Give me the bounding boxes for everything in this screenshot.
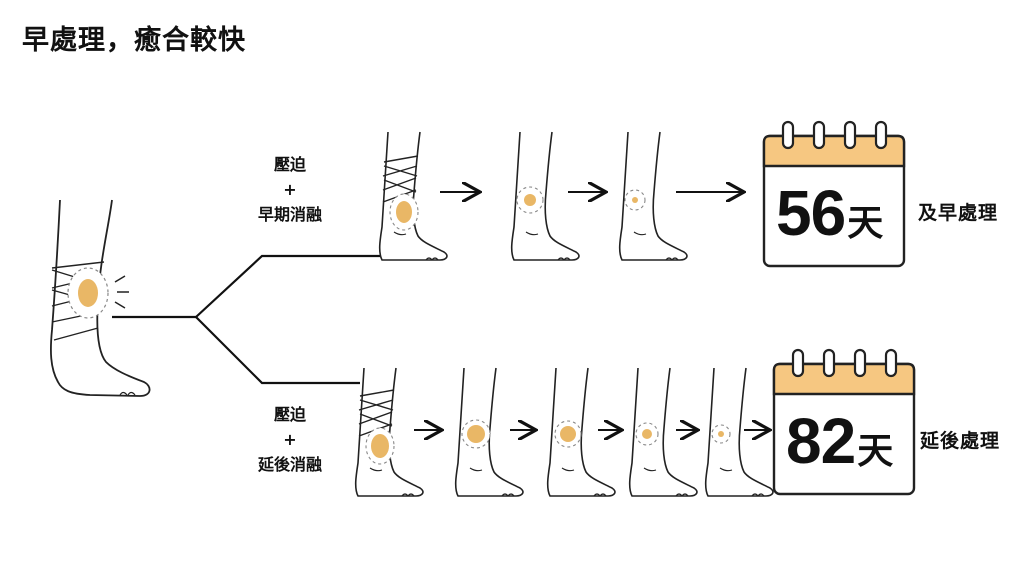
source-leg — [50, 199, 151, 397]
days-early: 56 天 — [776, 176, 883, 250]
top-branch-steps — [378, 131, 742, 261]
treatment-label-delayed: 壓迫 + 延後消融 — [257, 405, 322, 474]
page-title: 早處理，癒合較快 — [22, 25, 246, 56]
days-delayed: 82 天 — [786, 404, 893, 478]
days-early-number: 56 — [776, 177, 846, 249]
bottom-branch-steps — [354, 367, 774, 497]
days-delayed-number: 82 — [786, 405, 856, 477]
result-label-delayed: 延後處理 — [920, 430, 1001, 452]
branch-lines — [112, 254, 385, 385]
days-delayed-unit: 天 — [857, 431, 894, 472]
days-early-unit: 天 — [847, 203, 884, 244]
result-label-early: 及早處理 — [918, 202, 999, 224]
treatment-label-early: 壓迫 + 早期消融 — [257, 155, 322, 224]
